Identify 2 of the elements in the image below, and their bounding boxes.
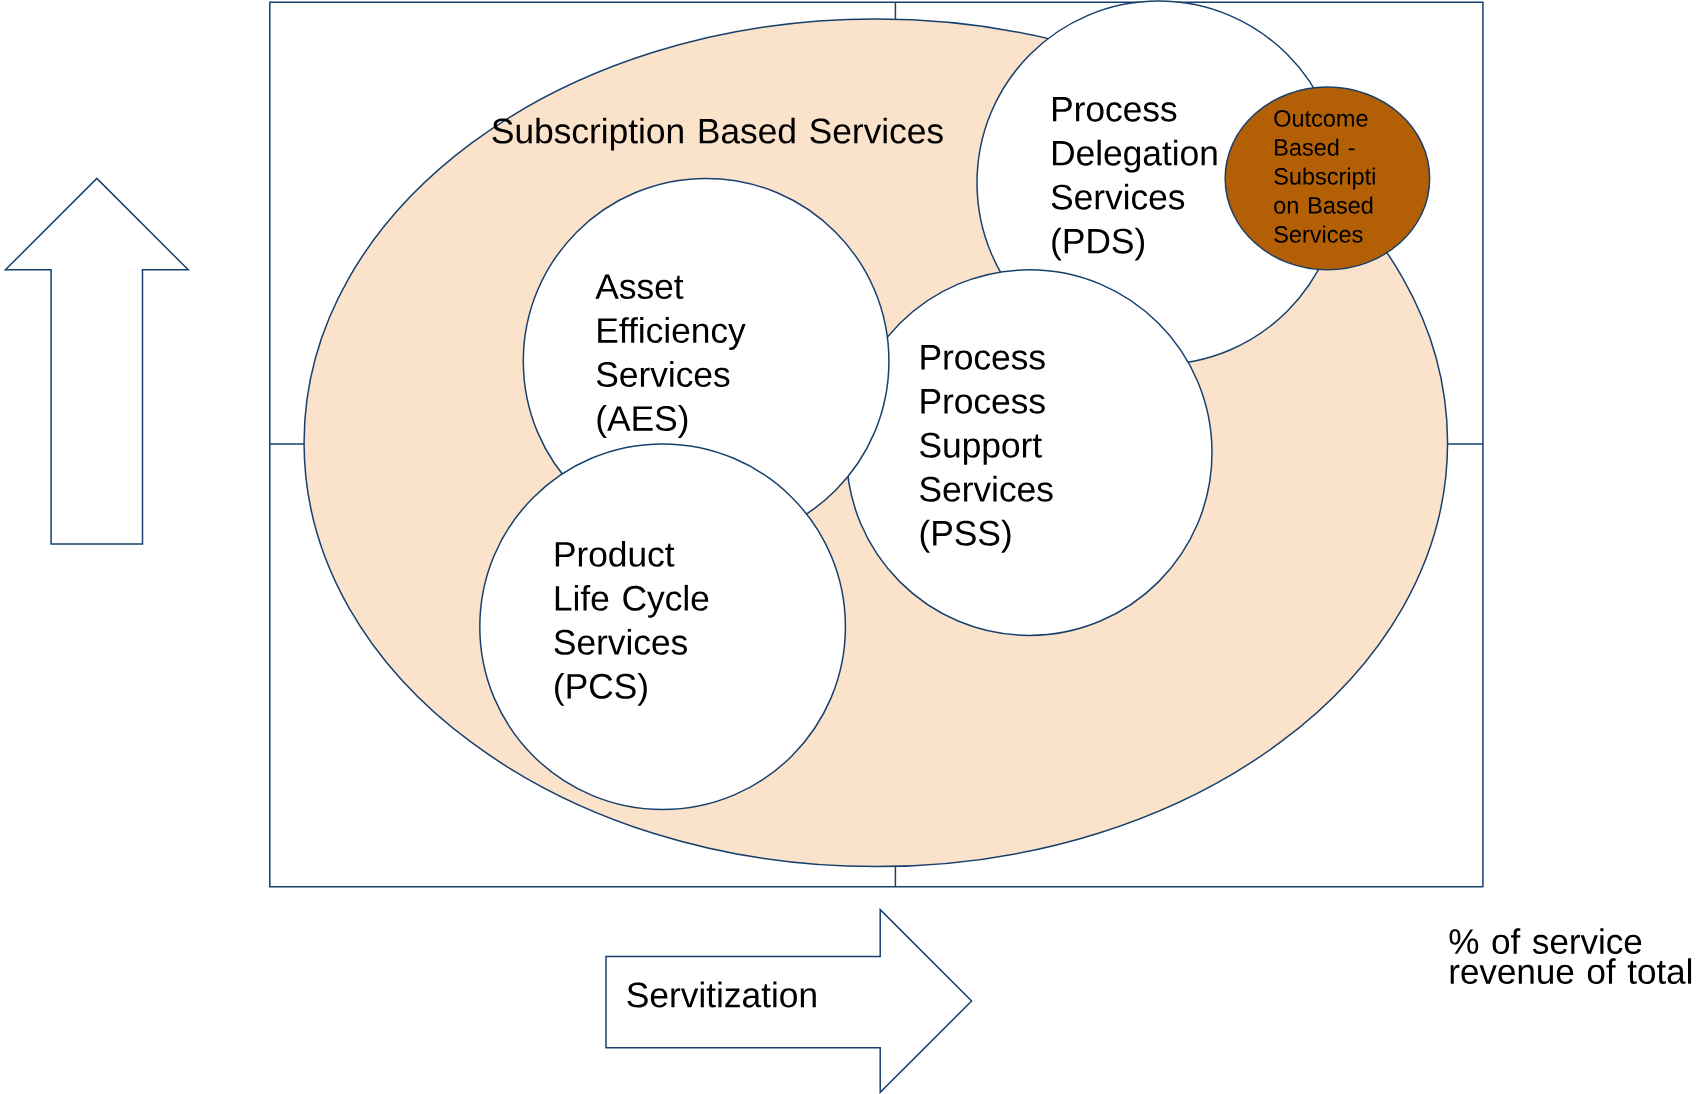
- region-label: Subscription Based Services: [492, 117, 943, 151]
- axis-label: % of service revenue of total: [1449, 928, 1692, 984]
